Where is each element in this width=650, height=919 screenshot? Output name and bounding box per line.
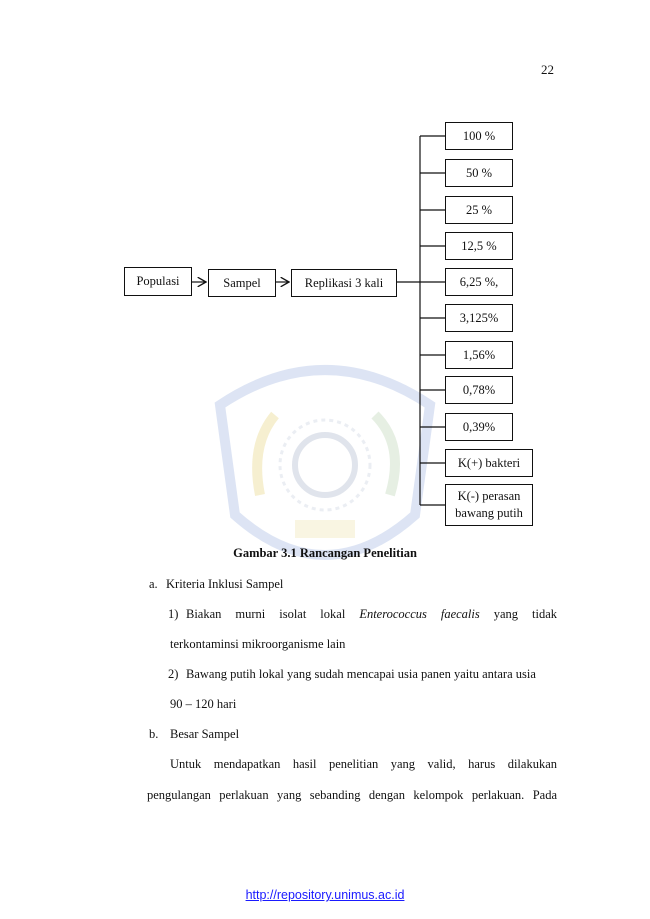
figure-caption: Gambar 3.1 Rancangan Penelitian bbox=[233, 546, 417, 560]
box-concentration: 3,125% bbox=[445, 304, 513, 332]
list-item-1-continuation: terkontaminsi mikroorganisme lain bbox=[170, 637, 346, 651]
list-number-1: 1) bbox=[168, 607, 179, 621]
box-concentration: 6,25 %, bbox=[445, 268, 513, 296]
negative-control-line1: K(-) perasan bbox=[457, 489, 521, 504]
box-populasi: Populasi bbox=[124, 267, 192, 296]
section-title-kriteria: Kriteria Inklusi Sampel bbox=[166, 577, 284, 591]
list-item-2-continuation: 90 – 120 hari bbox=[170, 697, 237, 711]
box-replikasi: Replikasi 3 kali bbox=[291, 269, 397, 297]
list-marker-a: a. bbox=[149, 577, 158, 591]
list-item-1-line: Biakan murni isolat lokal Enterococcus f… bbox=[186, 607, 557, 622]
repository-link[interactable]: http://repository.unimus.ac.id bbox=[245, 888, 405, 902]
list-item-2-line: Bawang putih lokal yang sudah mencapai u… bbox=[186, 667, 536, 681]
box-concentration: 12,5 % bbox=[445, 232, 513, 260]
section-title-besar-sampel: Besar Sampel bbox=[170, 727, 240, 741]
box-concentration: 25 % bbox=[445, 196, 513, 224]
box-negative-control: K(-) perasan bawang putih bbox=[445, 484, 533, 526]
list-marker-b: b. bbox=[149, 727, 159, 741]
box-positive-control: K(+) bakteri bbox=[445, 449, 533, 477]
box-concentration: 100 % bbox=[445, 122, 513, 150]
box-concentration: 1,56% bbox=[445, 341, 513, 369]
paragraph-line: Untuk mendapatkan hasil penelitian yang … bbox=[170, 757, 557, 771]
item1-post-text: yang tidak bbox=[493, 607, 558, 621]
box-concentration: 0,78% bbox=[445, 376, 513, 404]
paragraph-line: pengulangan perlakuan yang sebanding den… bbox=[147, 788, 557, 802]
research-design-diagram: Populasi Sampel Replikasi 3 kali 100 % 5… bbox=[124, 122, 533, 526]
negative-control-line2: bawang putih bbox=[455, 506, 523, 520]
box-concentration: 0,39% bbox=[445, 413, 513, 441]
list-number-2: 2) bbox=[168, 667, 179, 681]
page-number: 22 bbox=[541, 62, 554, 77]
diagram-connectors bbox=[192, 135, 445, 506]
box-sampel: Sampel bbox=[208, 269, 276, 297]
box-concentration: 50 % bbox=[445, 159, 513, 187]
item1-species: Enterococcus faecalis bbox=[359, 607, 480, 621]
university-logo-watermark bbox=[214, 365, 436, 560]
item1-pre-text: Biakan murni isolat lokal bbox=[186, 607, 346, 621]
